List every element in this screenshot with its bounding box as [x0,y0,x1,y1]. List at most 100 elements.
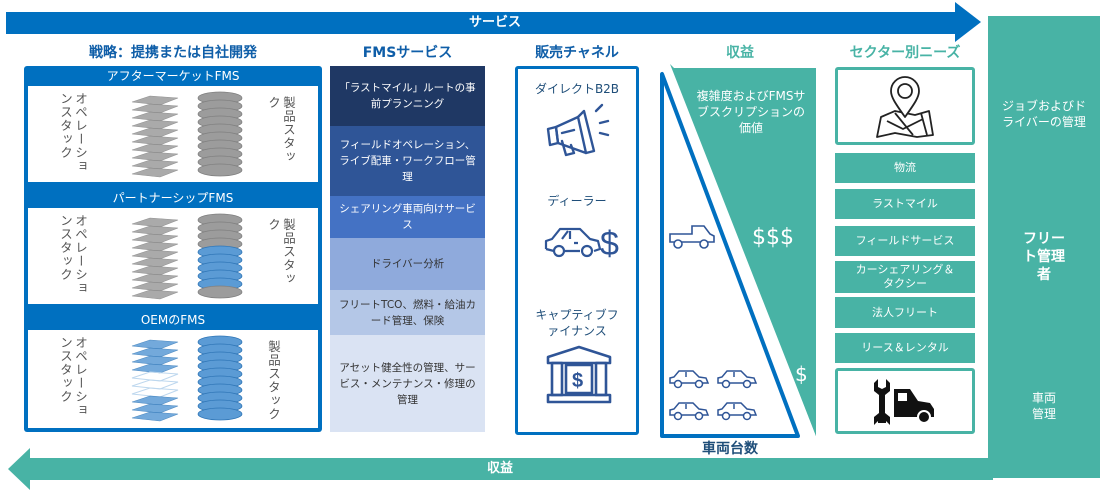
operation-layer [131,403,179,414]
services-arrow-head [955,2,981,42]
sector-item-corporate-fleet: 法人フリート [835,297,975,328]
car-fleet-icon [669,370,758,421]
operation-layer [131,249,179,260]
fms-service-item: フィールドオペレーション、ライブ配車・ワークフロー管理 [330,126,485,196]
product-stack-label: 製品スタック [266,96,296,164]
product-layer [197,163,243,177]
revenue-arrow [28,458,993,480]
operation-layer [131,103,179,114]
operation-layer [131,347,179,358]
operation-stack-label: オペレーションスタック [58,336,88,417]
sales-channel-panel: ダイレクトB2B ディーラー $ キャプティブファイナンス [515,66,639,435]
operation-stack-icon [131,217,179,300]
product-layer [197,285,243,299]
operation-stack-label: オペレーションスタック [58,92,88,173]
fleet-manager-panel: ジョブおよびドライバーの管理 フリート管理者 車両管理 [988,16,1100,478]
revenue-heading: 収益 [726,45,754,61]
operation-layer [131,95,179,106]
sector-maintenance-box [835,368,975,434]
stack-graphic-blue [131,335,243,422]
fms-service-label: ドライバー分析 [370,258,445,270]
dollar-sign: $ [600,225,619,263]
map-pin-icon [876,76,934,138]
stack-graphic-grey-partial [131,213,243,300]
channel-direct-b2b-label: ダイレクトB2B [534,82,620,96]
strategy-block-body: オペレーションスタック 製品スタック [28,330,318,428]
fms-services-list: 「ラストマイル」ルートの事前プランニング フィールドオペレーション、ライブ配車・… [330,66,485,432]
strategy-block-title: パートナーシップFMS [112,191,234,205]
stack-graphic-grey-grey [131,91,243,178]
sector-item-logistics: 物流 [835,153,975,183]
fms-service-label: シェアリング車両向けサービス [339,203,476,231]
operation-layer [131,143,179,154]
operation-layer [131,339,179,350]
bank-icon: $ [546,345,612,404]
megaphone-icon [546,103,610,157]
sector-needs-heading: セクター別ニーズ [849,45,961,61]
fms-service-item: アセット健全性の管理、サービス・メンテナンス・修理の管理 [330,335,485,432]
fms-service-label: フィールドオペレーション、ライブ配車・ワークフロー管理 [339,139,476,183]
operation-layer [131,135,179,146]
revenue-high-value: $$$ [752,225,794,250]
channel-dealer-label: ディーラー [547,194,607,208]
services-arrow [6,12,956,34]
strategy-block-body: オペレーションスタック 製品スタック [28,208,318,304]
fleet-size-wedge [660,72,800,438]
sector-item-car-sharing-taxi: カーシェアリング＆タクシー [835,261,975,293]
product-stack-icon [197,91,243,177]
operation-stack-label: オペレーションスタック [58,214,88,295]
revenue-low-value: $ [795,362,808,386]
operation-layer [131,371,179,382]
revenue-description: 複雑度およびFMSサブスクリプションの価値 [696,89,806,135]
operation-layer [131,111,179,122]
product-stack-label: 製品スタック [266,218,296,286]
product-stack-icon [197,213,243,299]
sector-item-last-mile: ラストマイル [835,189,975,219]
car-icon [717,402,758,421]
operation-layer [131,217,179,228]
operation-layer [131,363,179,374]
operation-layer [131,151,179,162]
wrench-car-icon [874,379,934,425]
car-dollar-icon: $ [544,225,619,263]
services-arrow-label: サービス [468,15,521,30]
operation-layer [131,257,179,268]
channel-captive-finance-label: キャプティブファイナンス [535,308,619,338]
fms-services-heading: FMSサービス [362,45,453,61]
vehicle-management-label: 車両管理 [1031,391,1056,421]
car-icon [669,402,710,421]
strategy-block-partnership: パートナーシップFMS オペレーションスタック 製品スタック [24,188,322,308]
strategy-block-title: OEMのFMS [140,313,206,327]
fms-service-label: 「ラストマイル」ルートの事前プランニング [339,82,476,110]
operation-layer [131,119,179,130]
operation-stack-icon [131,339,179,422]
operation-layer [131,127,179,138]
operation-layer [131,281,179,292]
operation-layer [131,273,179,284]
operation-stack-icon [131,95,179,178]
strategy-heading: 戦略：提携または自社開発 [89,45,257,61]
fms-service-item: 「ラストマイル」ルートの事前プランニング [330,66,485,126]
operation-layer [131,379,179,390]
operation-layer [131,225,179,236]
sector-map-box [835,67,975,145]
operation-layer [131,159,179,170]
operation-layer [131,395,179,406]
fms-service-item: ドライバー分析 [330,238,485,290]
job-driver-management-label: ジョブおよびドライバーの管理 [1002,99,1087,129]
fms-service-item: シェアリング車両向けサービス [330,196,485,238]
svg-text:$: $ [572,370,583,392]
sector-item-lease-rental: リース＆レンタル [835,333,975,363]
revenue-triangle-graphic [660,64,816,438]
product-stack-label: 製品スタック [266,340,281,421]
car-icon [669,370,710,389]
revenue-arrow-head [8,448,30,490]
strategy-panel: アフターマーケットFMS オペレーションスタック 製品スタック パートナーシップ… [24,66,322,432]
product-layer [197,407,243,421]
fleet-manager-title: フリート管理者 [1023,231,1065,283]
operation-layer [131,167,179,178]
operation-layer [131,411,179,422]
operation-layer [131,387,179,398]
product-stack-icon [197,335,243,421]
operation-layer [131,233,179,244]
